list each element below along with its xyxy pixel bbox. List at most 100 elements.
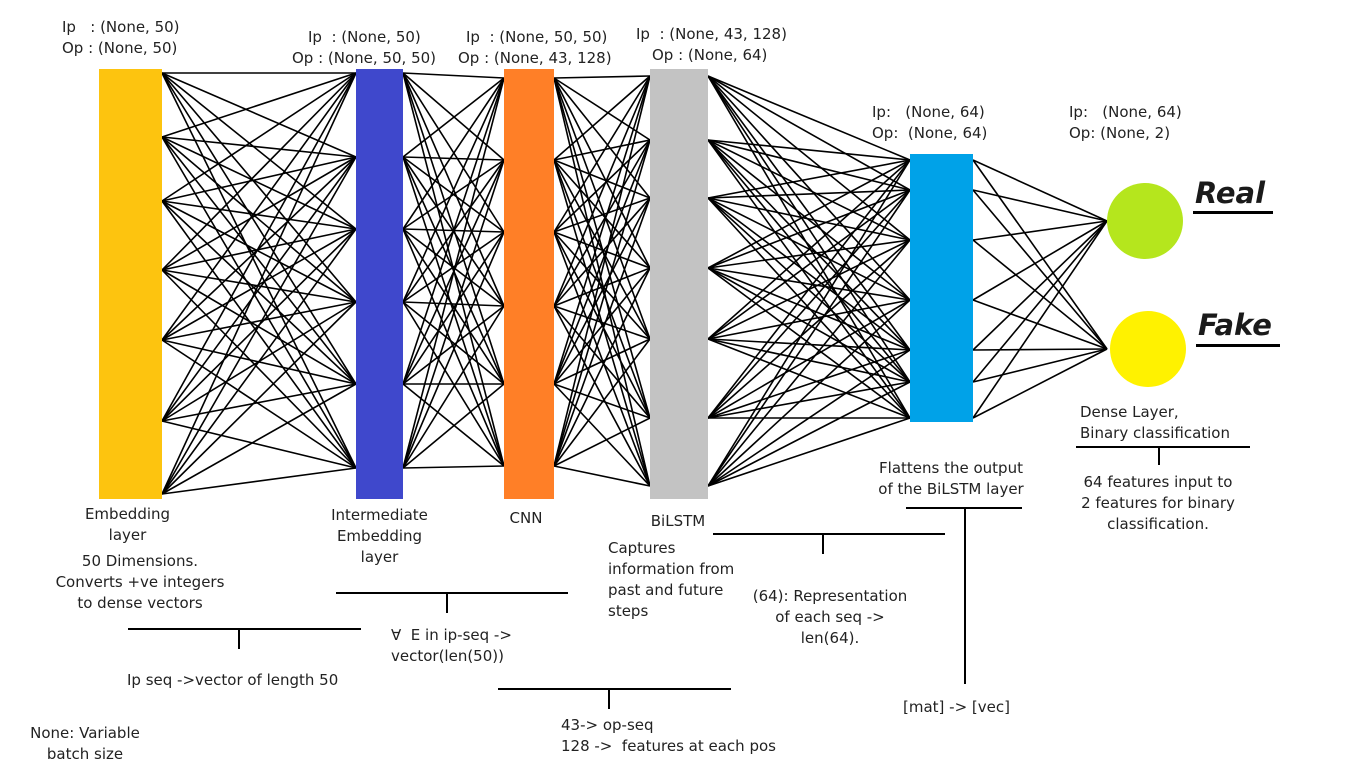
bilstm-op-shape: Op : (None, 64) <box>652 46 768 64</box>
embedding-description: 50 Dimensions. Converts +ve integers to … <box>55 552 225 612</box>
connection-line <box>707 75 911 191</box>
cnn-layer-label: CNN <box>509 509 543 527</box>
connection-line <box>707 139 911 419</box>
connection-line <box>553 197 651 307</box>
connection-line <box>972 159 1108 350</box>
bracket-repr-tick <box>822 534 824 554</box>
connection-line <box>161 72 357 469</box>
connection-line <box>161 383 357 422</box>
connection-line <box>707 75 911 301</box>
connection-line <box>707 159 911 199</box>
connection-line <box>707 381 911 419</box>
connection-line <box>972 189 1108 222</box>
connection-line <box>161 72 357 202</box>
intermediate-layer-label: Intermediate Embedding layer <box>331 506 428 566</box>
connection-line <box>707 75 911 351</box>
connection-line <box>707 239 911 419</box>
bracket-forall-tick <box>446 593 448 613</box>
connection-line <box>402 77 505 158</box>
connection-line <box>553 267 651 467</box>
real-output-node <box>1107 183 1183 259</box>
dense-op-shape: Op: (None, 2) <box>1069 124 1171 142</box>
connection-line <box>707 267 911 301</box>
bilstm-ip-shape: Ip : (None, 43, 128) <box>636 25 787 43</box>
connection-line <box>707 139 911 351</box>
connection-line <box>161 383 357 495</box>
connection-line <box>402 231 505 303</box>
connection-line <box>161 72 357 158</box>
connection-line <box>707 299 911 340</box>
connection-line <box>553 139 651 307</box>
connection-line <box>553 159 651 419</box>
connection-line <box>553 305 651 487</box>
connection-line <box>553 139 651 233</box>
bilstm-layer-label: BiLSTM <box>650 512 706 530</box>
connection-line <box>972 189 1108 350</box>
connection-line <box>161 420 357 469</box>
connection-line <box>972 159 1108 222</box>
connection-line <box>553 77 651 269</box>
connection-line <box>707 299 911 419</box>
connection-line <box>553 305 651 340</box>
connection-line <box>553 197 651 385</box>
connection-line <box>707 139 911 161</box>
connection-line <box>161 156 357 422</box>
connection-line <box>553 338 651 467</box>
connection-line <box>553 75 651 307</box>
connection-line <box>161 72 357 271</box>
flatten-layer-label: Flattens the output of the BiLSTM layer <box>878 459 1024 498</box>
connection-line <box>972 299 1108 350</box>
cnn-op-shape: Op : (None, 43, 128) <box>458 49 612 67</box>
connection-line <box>161 200 357 230</box>
connection-line <box>707 349 911 487</box>
connection-line <box>707 338 911 383</box>
embedding-layer-label: Embedding layer <box>84 505 171 544</box>
connection-line <box>402 231 505 469</box>
connection-line <box>402 301 505 307</box>
bracket-repr <box>713 533 945 535</box>
connection-line <box>402 305 505 469</box>
connection-line <box>402 159 505 469</box>
dense-layer-label: Dense Layer, Binary classification <box>1080 403 1230 442</box>
connection-line <box>161 301 357 341</box>
none-batch-note: None: Variable batch size <box>30 724 140 763</box>
connection-line <box>553 465 651 487</box>
connection-line <box>553 75 651 467</box>
connection-line <box>707 75 911 161</box>
connection-line <box>707 267 911 351</box>
connection-line <box>161 269 357 469</box>
cnn-layer-bar <box>504 69 554 499</box>
connection-line <box>161 156 357 271</box>
connection-line <box>161 467 357 495</box>
connection-line <box>553 338 651 385</box>
connection-line <box>972 220 1108 241</box>
connection-line <box>161 72 357 230</box>
representation-note: (64): Representation of each seq -> len(… <box>752 587 908 647</box>
connection-line <box>707 159 911 487</box>
connection-line <box>972 348 1108 419</box>
connection-line <box>402 77 505 230</box>
connection-line <box>553 383 651 419</box>
connection-line <box>161 156 357 495</box>
connection-line <box>402 305 505 385</box>
connection-line <box>161 136 357 385</box>
connection-line <box>553 231 651 487</box>
connection-line <box>707 197 911 351</box>
connection-line <box>161 72 357 303</box>
connection-line <box>161 301 357 495</box>
connection-line <box>972 348 1108 351</box>
connection-line <box>553 77 651 340</box>
connection-line <box>707 338 911 419</box>
connection-line <box>402 231 505 385</box>
forall-note: ∀ E in ip-seq -> vector(len(50)) <box>391 626 512 665</box>
flatten-op-shape: Op: (None, 64) <box>872 124 988 142</box>
connection-line <box>402 77 505 303</box>
dense-description: 64 features input to 2 features for bina… <box>1081 473 1235 533</box>
connection-line <box>707 417 911 487</box>
connection-line <box>402 72 505 79</box>
connection-line <box>707 139 911 191</box>
connection-line <box>553 267 651 307</box>
connection-line <box>161 200 357 385</box>
connection-line <box>402 301 505 385</box>
embedding-op-shape: Op : (None, 50) <box>62 39 178 57</box>
